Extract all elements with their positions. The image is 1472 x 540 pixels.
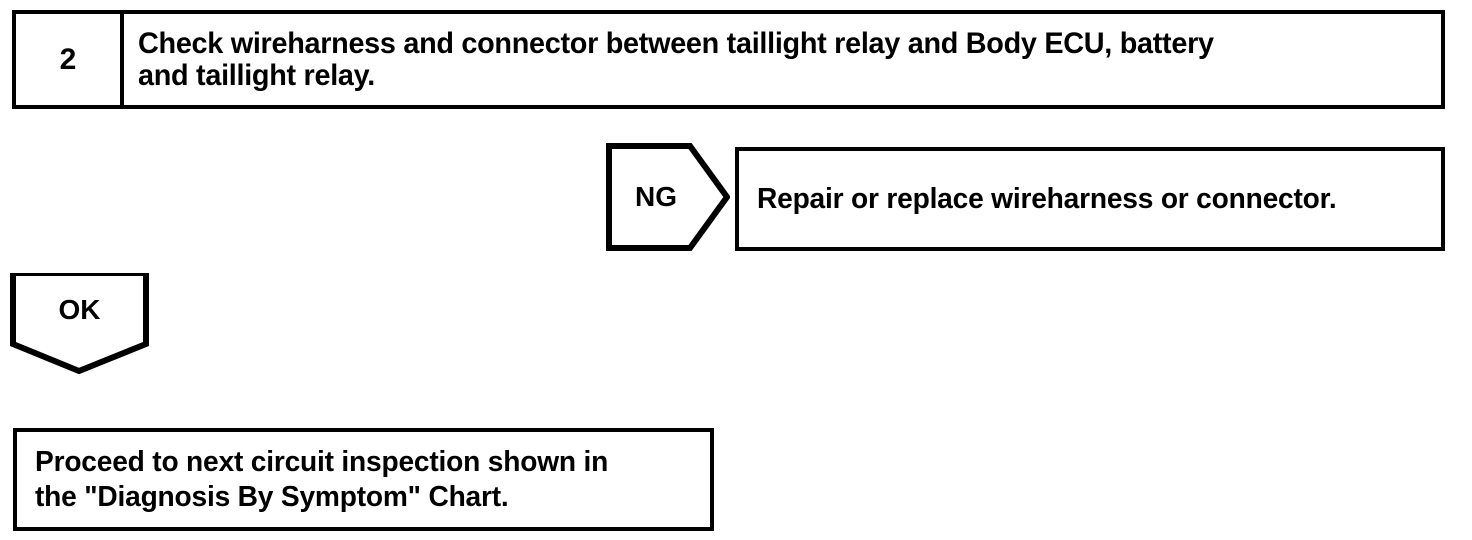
ng-branch-label: NG (635, 181, 677, 212)
step-number: 2 (59, 42, 77, 76)
pentagon-right-icon (606, 143, 730, 251)
ok-branch-label: OK (58, 294, 101, 325)
step-instruction-cell: Check wireharness and connector between … (124, 14, 1441, 105)
step-instruction-text: Check wireharness and connector between … (138, 26, 1214, 92)
ok-result-box: Proceed to next circuit inspection shown… (13, 428, 714, 531)
ok-result-text: Proceed to next circuit inspection shown… (35, 446, 609, 513)
step-number-cell: 2 (16, 14, 124, 105)
pentagon-down-icon (10, 273, 149, 374)
ok-branch-arrow: OK (10, 273, 149, 374)
ng-result-box: Repair or replace wireharness or connect… (735, 147, 1445, 251)
ng-branch-arrow: NG (606, 143, 730, 251)
ng-result-text: Repair or replace wireharness or connect… (757, 182, 1337, 215)
step-row: 2 Check wireharness and connector betwee… (12, 10, 1445, 109)
